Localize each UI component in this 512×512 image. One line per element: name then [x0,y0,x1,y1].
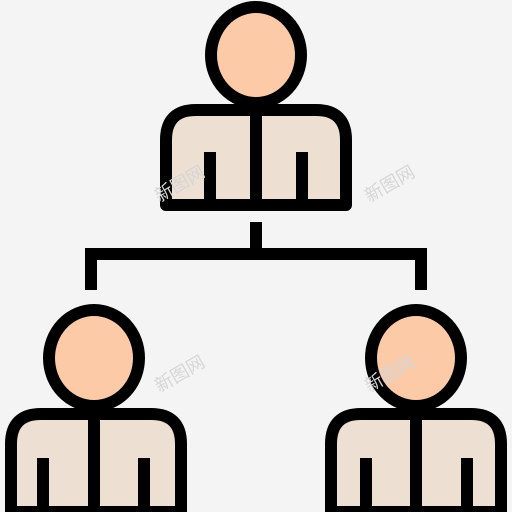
person-icon-top [160,1,352,211]
person-icon-right [325,304,507,512]
watermark: 新图网 [361,162,418,207]
watermark: 新图网 [151,352,208,397]
hierarchy-connector [85,222,427,290]
person-icon-left [5,304,187,512]
